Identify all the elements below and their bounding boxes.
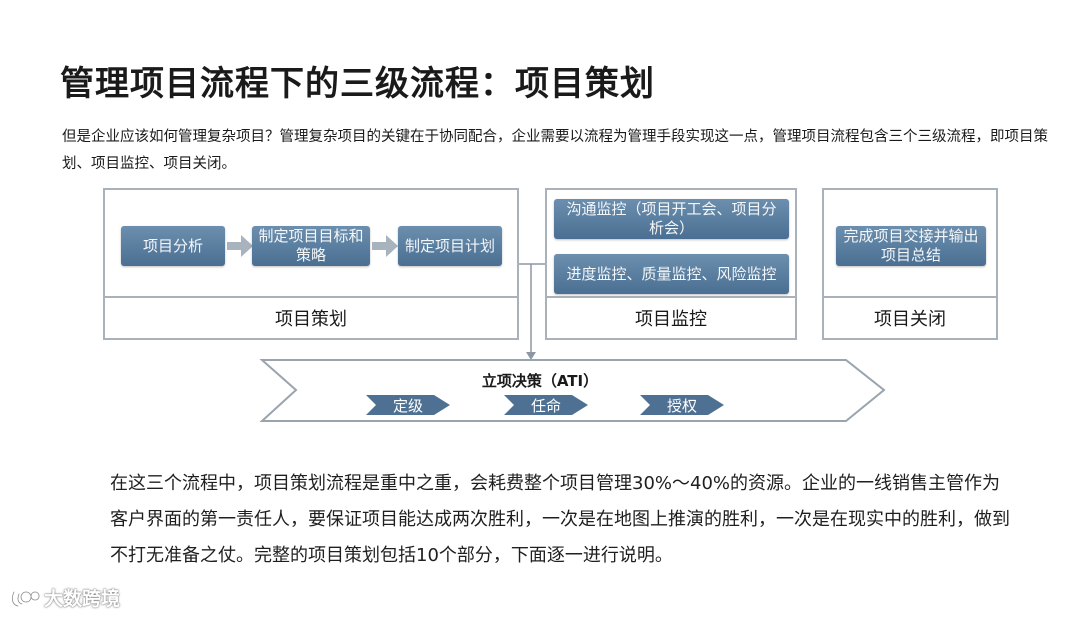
step-goals-strategy: 制定项目目标和策略 (252, 226, 370, 266)
step-handover-summary: 完成项目交接并输出项目总结 (836, 226, 986, 266)
step-project-plan: 制定项目计划 (398, 226, 502, 266)
closing-label: 项目关闭 (824, 296, 996, 338)
decision-label: 立项决策（ATI） (481, 372, 599, 390)
monitoring-box: 沟通监控（项目开工会、项目分析会） 进度监控、质量监控、风险监控 项目监控 (545, 188, 797, 340)
stage-grading: 定级 (392, 397, 423, 415)
arrow-right-icon (227, 235, 253, 257)
page-title: 管理项目流程下的三级流程：项目策划 (60, 64, 655, 104)
step-progress-quality-risk: 进度监控、质量监控、风险监控 (554, 254, 789, 294)
monitoring-label: 项目监控 (547, 296, 795, 338)
planning-box: 项目分析 制定项目目标和策略 制定项目计划 项目策划 (103, 188, 519, 340)
step-communication-monitoring: 沟通监控（项目开工会、项目分析会） (554, 199, 789, 239)
body-paragraph: 在这三个流程中，项目策划流程是重中之重，会耗费整个项目管理30%～40%的资源。… (110, 473, 1010, 566)
stage-authorization: 授权 (666, 397, 697, 415)
stage-appointment: 任命 (530, 397, 561, 415)
logo-icon (11, 590, 40, 607)
planning-label: 项目策划 (105, 296, 517, 338)
step-project-analysis: 项目分析 (121, 226, 225, 266)
watermark: 大数跨境 (10, 584, 120, 611)
connector-arrowhead-icon (526, 352, 536, 360)
intro-paragraph: 但是企业应该如何管理复杂项目？管理复杂项目的关键在于协同配合，企业需要以流程为管… (62, 129, 1048, 172)
watermark-text: 大数跨境 (44, 588, 121, 610)
closing-box: 完成项目交接并输出项目总结 项目关闭 (822, 188, 998, 340)
arrow-right-icon (372, 235, 398, 257)
